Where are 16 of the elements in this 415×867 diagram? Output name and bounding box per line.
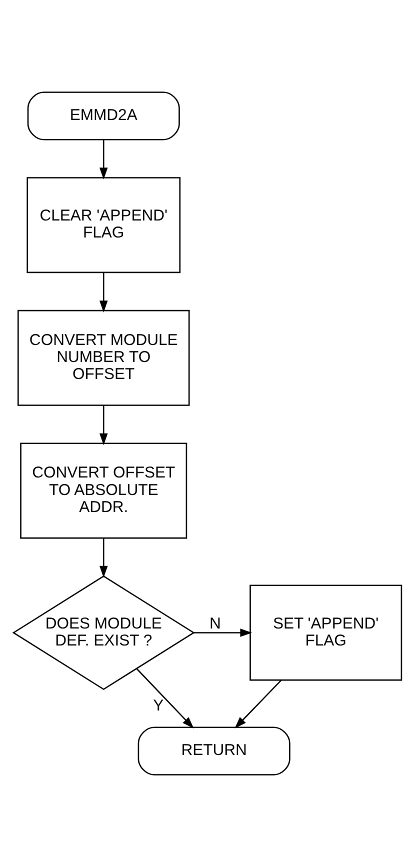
arrow [99,538,108,578]
node-box: RETURN [138,726,290,776]
arrow [136,668,194,729]
node-diamond: DOES MODULE DEF. EXIST ? [12,575,195,690]
arrow [99,140,108,180]
node-box: EMMD2A [27,92,180,140]
node-box: CLEAR 'APPEND' FLAG [26,177,181,274]
arrow [194,628,252,637]
arrow [99,405,108,446]
edge-label: N [210,615,221,632]
arrow [99,272,108,312]
edge-label: Y [153,697,164,714]
arrow [234,680,282,728]
node-box: CONVERT MODULE NUMBER TO OFFSET [17,310,190,406]
node-box: SET 'APPEND' FLAG [250,584,402,681]
node-box: CONVERT OFFSET TO ABSOLUTE ADDR. [20,442,188,539]
